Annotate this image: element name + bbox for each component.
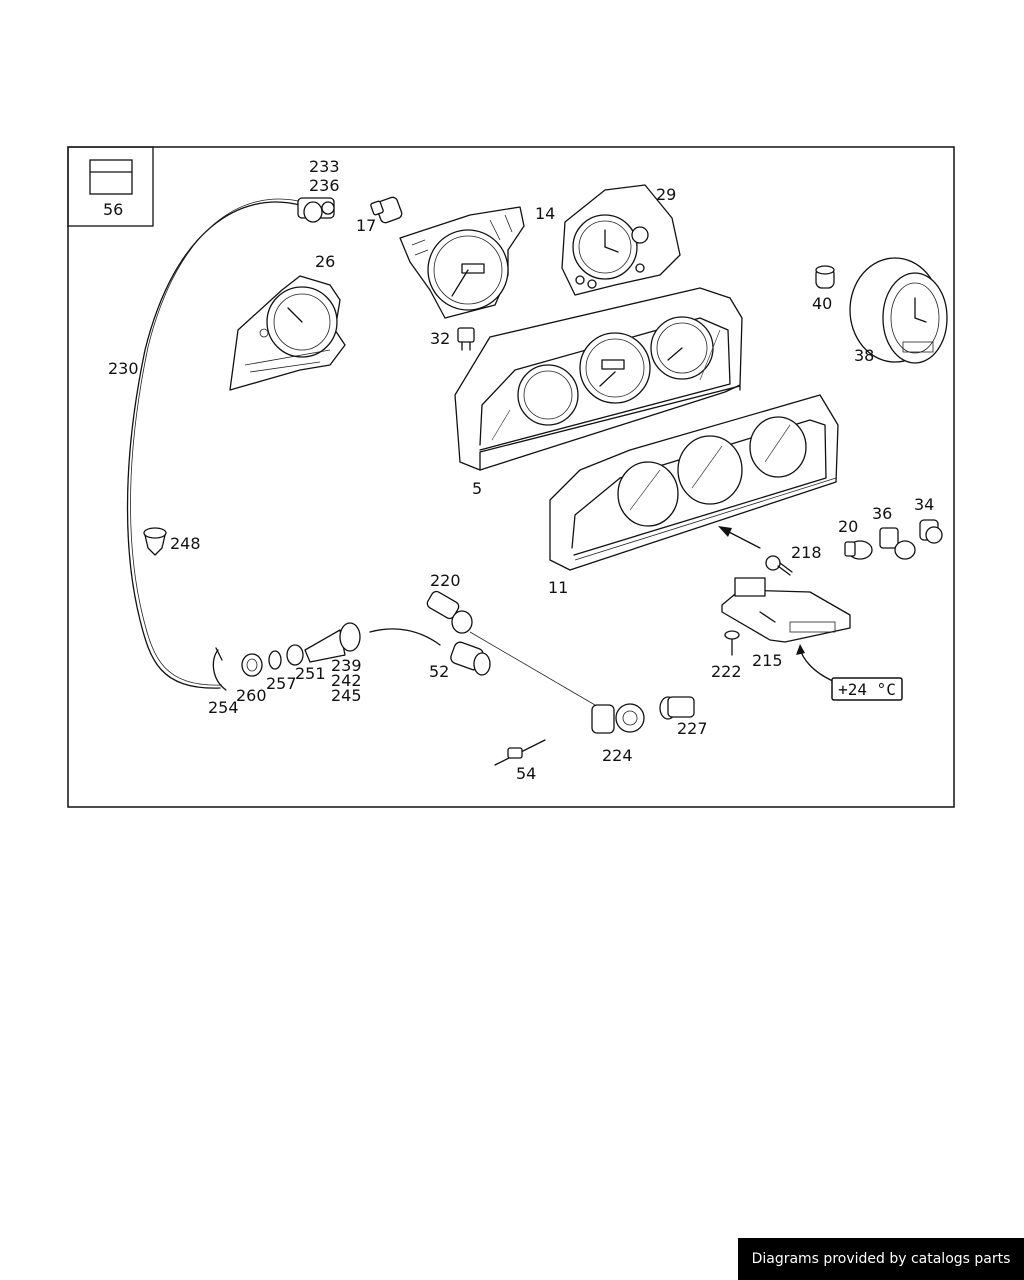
gauge-unit-26 <box>229 275 346 391</box>
label-236: 236 <box>309 176 340 195</box>
label-227: 227 <box>677 719 708 738</box>
label-26: 26 <box>315 252 335 271</box>
clock-38 <box>849 257 948 364</box>
cable-fitting-239 <box>304 622 361 663</box>
label-233: 233 <box>309 157 340 176</box>
control-unit-215 <box>721 577 851 643</box>
label-17: 17 <box>356 216 376 235</box>
group-box-56: 56 <box>67 146 154 227</box>
label-245: 245 <box>331 686 362 705</box>
footer-credit: Diagrams provided by catalogs parts <box>738 1238 1024 1280</box>
speedometer-cable <box>126 201 301 689</box>
temperature-display: +24 °C <box>831 677 903 701</box>
label-218: 218 <box>791 543 822 562</box>
label-40: 40 <box>812 294 832 313</box>
label-38: 38 <box>854 346 874 365</box>
label-5: 5 <box>472 479 482 498</box>
label-215: 215 <box>752 651 783 670</box>
label-239: 239 <box>331 656 362 675</box>
label-34: 34 <box>914 495 934 514</box>
instrument-cluster-5 <box>454 287 743 471</box>
angle-drive-224 <box>591 703 645 734</box>
label-260: 260 <box>236 686 267 705</box>
sensor-220 <box>426 590 473 634</box>
label-36: 36 <box>872 504 892 523</box>
label-29: 29 <box>656 185 676 204</box>
display-arrow <box>799 647 836 683</box>
label-230: 230 <box>108 359 139 378</box>
pin-54 <box>494 739 546 766</box>
lamp-32 <box>457 327 475 351</box>
bulb-holder-34 <box>919 519 943 544</box>
label-222: 222 <box>711 662 742 681</box>
label-242: 242 <box>331 671 362 690</box>
cluster-glass-11 <box>549 394 839 571</box>
label-11: 11 <box>548 578 568 597</box>
screw-218 <box>765 555 793 576</box>
label-254: 254 <box>208 698 239 717</box>
label-220: 220 <box>430 571 461 590</box>
bulb-holder-36 <box>879 527 916 560</box>
bulb-socket-17 <box>370 196 403 224</box>
washer-257 <box>268 650 282 670</box>
label-54: 54 <box>516 764 536 783</box>
grommet-248 <box>143 527 167 556</box>
bulb-20 <box>844 540 873 560</box>
screw-222 <box>724 630 740 656</box>
label-14: 14 <box>535 204 555 223</box>
label-224: 224 <box>602 746 633 765</box>
cable-connector-233 <box>297 197 335 223</box>
cap-40 <box>815 265 835 289</box>
label-248: 248 <box>170 534 201 553</box>
diagram-frame <box>67 146 955 808</box>
nut-260 <box>241 653 263 677</box>
fitting-227 <box>659 696 695 720</box>
clock-29 <box>561 184 681 296</box>
label-251: 251 <box>295 664 326 683</box>
label-32: 32 <box>430 329 450 348</box>
tachometer-housing-14 <box>399 206 525 319</box>
arrow-218 <box>718 526 761 549</box>
clip-251 <box>286 644 304 666</box>
fitting-52 <box>450 641 491 676</box>
label-56: 56 <box>103 200 123 219</box>
label-52: 52 <box>429 662 449 681</box>
clamp-254 <box>212 647 227 691</box>
label-257: 257 <box>266 674 297 693</box>
label-20: 20 <box>838 517 858 536</box>
display-readout: +24 °C <box>838 680 896 699</box>
